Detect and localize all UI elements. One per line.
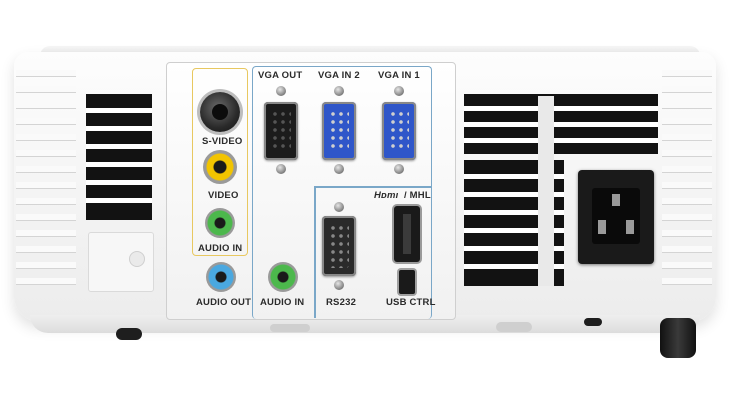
right-rib-column bbox=[538, 96, 554, 286]
audio-in-left-label: AUDIO IN bbox=[198, 243, 243, 254]
vga-frame-divider bbox=[314, 186, 432, 188]
vga-in-2-port[interactable] bbox=[322, 102, 356, 160]
hdmi-logo: Hᴅmı bbox=[374, 190, 399, 201]
vga-out-label: VGA OUT bbox=[258, 70, 303, 81]
hdmi-port[interactable] bbox=[394, 206, 420, 262]
power-pin-left bbox=[598, 220, 606, 234]
svideo-port[interactable] bbox=[200, 92, 240, 132]
vga-out-screw-bottom bbox=[276, 164, 286, 174]
power-pin-right bbox=[626, 220, 634, 234]
vga-in-1-label: VGA IN 1 bbox=[378, 70, 420, 81]
center-foot-left bbox=[270, 324, 310, 332]
vga-in-1-port[interactable] bbox=[382, 102, 416, 160]
right-side-fins bbox=[662, 70, 712, 310]
audio-in-right-label: AUDIO IN bbox=[260, 297, 305, 308]
usb-ctrl-port[interactable] bbox=[399, 270, 415, 294]
power-inlet[interactable] bbox=[578, 170, 654, 264]
left-vent-grille bbox=[86, 94, 152, 220]
power-pin-top bbox=[612, 194, 620, 206]
hdmi-tongue bbox=[403, 214, 411, 254]
right-vent-grille bbox=[464, 94, 658, 154]
rs232-screw-bottom bbox=[334, 280, 344, 290]
svideo-label: S-VIDEO bbox=[202, 136, 243, 147]
rs232-label: RS232 bbox=[326, 297, 357, 308]
rs232-screw-top bbox=[334, 202, 344, 212]
video-port[interactable] bbox=[203, 150, 237, 184]
video-label: VIDEO bbox=[208, 190, 239, 201]
vga-in-1-screw-bottom bbox=[394, 164, 404, 174]
audio-out-port[interactable] bbox=[206, 262, 236, 292]
right-foot bbox=[660, 318, 696, 358]
rs232-port[interactable] bbox=[322, 216, 356, 276]
audio-out-label: AUDIO OUT bbox=[196, 297, 252, 308]
vga-in-2-screw-top bbox=[334, 86, 344, 96]
vga-in-2-label: VGA IN 2 bbox=[318, 70, 360, 81]
left-lower-cover bbox=[88, 232, 154, 292]
center-foot-right bbox=[496, 322, 532, 332]
usb-ctrl-label: USB CTRL bbox=[386, 297, 436, 308]
svideo-pins bbox=[212, 104, 228, 120]
audio-in-right-port[interactable] bbox=[268, 262, 298, 292]
vga-in-1-screw-top bbox=[394, 86, 404, 96]
vga-frame-vdivider bbox=[314, 186, 316, 318]
small-foot bbox=[584, 318, 602, 326]
vga-out-port[interactable] bbox=[264, 102, 298, 160]
hdmi-mhl-label: / MHL bbox=[404, 190, 431, 201]
vga-in-2-screw-bottom bbox=[334, 164, 344, 174]
cover-screw bbox=[129, 251, 145, 267]
left-side-fins bbox=[16, 70, 76, 310]
vga-group-frame bbox=[252, 66, 432, 319]
left-foot bbox=[116, 328, 142, 340]
video-group-frame bbox=[192, 68, 248, 256]
audio-in-left-port[interactable] bbox=[205, 208, 235, 238]
vga-out-screw-top bbox=[276, 86, 286, 96]
